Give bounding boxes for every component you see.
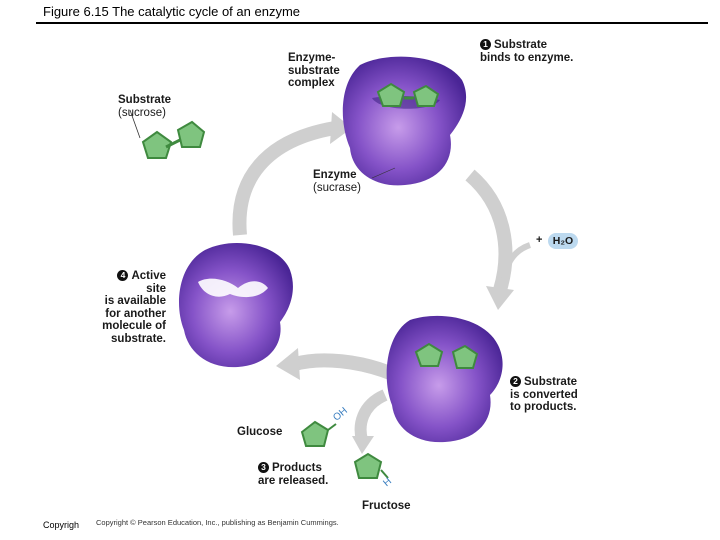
step-2-number-badge: 2 bbox=[510, 376, 521, 387]
step-4-line4: molecule of bbox=[102, 320, 166, 332]
glucose-label: Glucose bbox=[237, 426, 283, 438]
enzyme-substrate-complex bbox=[342, 56, 467, 186]
substrate-sucrose-molecule bbox=[129, 109, 206, 159]
step-1-number-badge: 1 bbox=[480, 39, 491, 50]
step-2-line3: to products. bbox=[510, 401, 577, 413]
step-3-line1: Products bbox=[272, 462, 322, 474]
water-badge: H₂O bbox=[548, 233, 578, 249]
step-4-line1: Active site bbox=[131, 270, 166, 295]
fructose-label: Fructose bbox=[362, 500, 411, 512]
enzyme-empty-active-site bbox=[178, 242, 293, 368]
substrate-label: Substrate (sucrose) bbox=[118, 94, 171, 119]
plus-sign: + bbox=[536, 234, 543, 246]
slide-title: Figure 6.15 The catalytic cycle of an en… bbox=[43, 4, 300, 19]
step-2-line1: Substrate bbox=[524, 376, 578, 388]
substrate-label-line1: Substrate bbox=[118, 94, 172, 106]
complex-label: Enzyme- substrate complex bbox=[288, 52, 340, 90]
copyright-full: Copyright © Pearson Education, Inc., pub… bbox=[96, 518, 339, 527]
step-3-number-badge: 3 bbox=[258, 462, 269, 473]
step-1-line2: binds to enzyme. bbox=[480, 51, 574, 64]
release-arrow bbox=[352, 389, 388, 454]
step-4-line2: is available bbox=[104, 295, 166, 307]
step-1-line1: Substrate bbox=[494, 39, 548, 51]
title-rule bbox=[36, 22, 708, 24]
substrate-label-line2: (sucrose) bbox=[118, 106, 166, 119]
cycle-arrow-right bbox=[465, 169, 514, 310]
cycle-arrow-bottom bbox=[276, 348, 398, 382]
cycle-arrow-top-left bbox=[232, 112, 352, 236]
enzyme-with-products bbox=[386, 315, 503, 443]
step-4-line5: substrate. bbox=[111, 332, 166, 345]
enzyme-leader-line bbox=[371, 167, 396, 179]
enzyme-label-line2: (sucrase) bbox=[313, 181, 361, 194]
step-3-line2: are released. bbox=[258, 474, 329, 487]
complex-label-line2: substrate bbox=[288, 64, 340, 77]
step-2-line2: is converted bbox=[510, 388, 578, 401]
complex-label-line1: Enzyme- bbox=[288, 52, 336, 64]
enzyme-label: Enzyme (sucrase) bbox=[313, 169, 361, 194]
fructose-molecule bbox=[353, 452, 389, 479]
step-4-line3: for another bbox=[105, 307, 166, 320]
enzyme-label-line1: Enzyme bbox=[313, 169, 357, 181]
complex-label-line3: complex bbox=[288, 77, 335, 89]
copyright-short: Copyrigh bbox=[43, 520, 80, 530]
step-4-number-badge: 4 bbox=[117, 270, 129, 281]
water-arrow bbox=[501, 242, 532, 279]
glucose-molecule bbox=[300, 420, 337, 447]
